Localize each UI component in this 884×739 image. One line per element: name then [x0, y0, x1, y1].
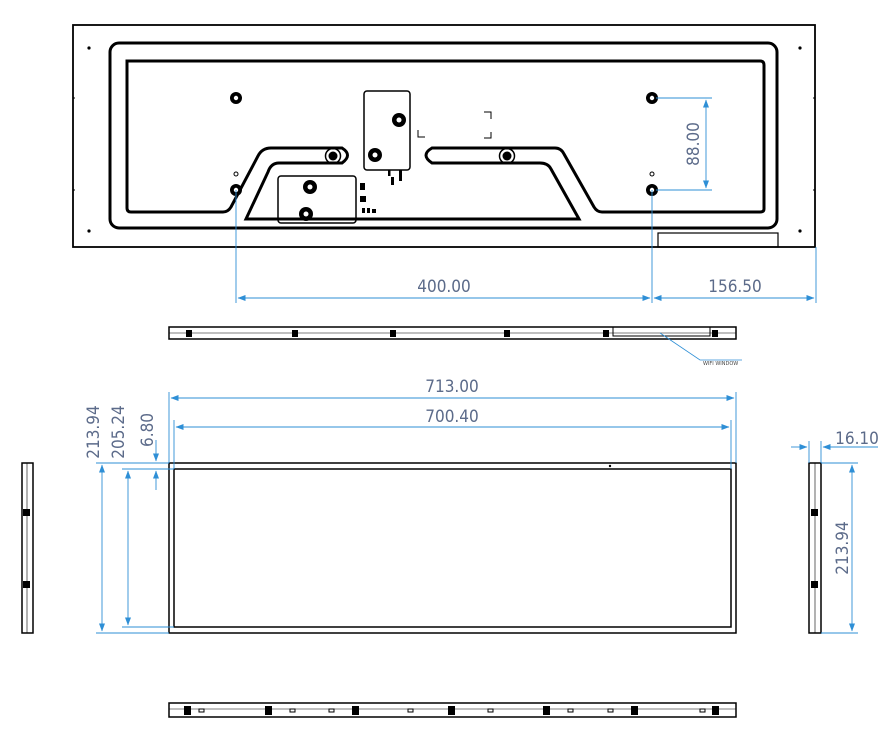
rear-dimensions: 400.00 156.50 88.00	[235, 97, 817, 303]
power-board	[277, 175, 376, 224]
wifi-cover	[657, 232, 779, 248]
control-board	[363, 90, 411, 185]
dim-side-height: 213.94	[833, 521, 853, 575]
display-area	[173, 468, 732, 628]
dim-side-depth: 16.10	[835, 429, 879, 449]
front-view	[168, 462, 737, 634]
rear-panel-outline	[72, 24, 816, 248]
top-edge-view: WIFI WINDOW	[168, 326, 742, 367]
rear-channel-outer	[108, 41, 779, 230]
left-side-view	[21, 462, 34, 634]
front-bezel	[168, 462, 737, 634]
right-side-view	[808, 462, 822, 634]
center-mark	[417, 111, 492, 139]
corner-screws	[73, 46, 815, 233]
vesa-holes	[230, 92, 658, 196]
bottom-edge-view	[168, 702, 737, 718]
side-dimensions: 16.10 213.94	[791, 429, 879, 634]
dim-mount-vertical: 88.00	[684, 122, 704, 166]
rear-channel-inner	[125, 59, 766, 221]
dim-front-inner-height: 205.24	[109, 405, 129, 459]
dim-front-inner-width: 700.40	[425, 407, 479, 427]
dim-front-overall-width: 713.00	[425, 377, 479, 397]
dim-mount-offset: 156.50	[708, 277, 762, 297]
wifi-window-label: WIFI WINDOW	[703, 361, 738, 367]
dim-front-overall-height: 213.94	[84, 405, 104, 459]
dim-mount-spacing: 400.00	[417, 277, 471, 297]
front-dimensions: 713.00 700.40 213.94 205.24 6.80	[84, 377, 737, 634]
dim-front-bezel: 6.80	[138, 413, 158, 447]
rear-view	[72, 24, 816, 248]
